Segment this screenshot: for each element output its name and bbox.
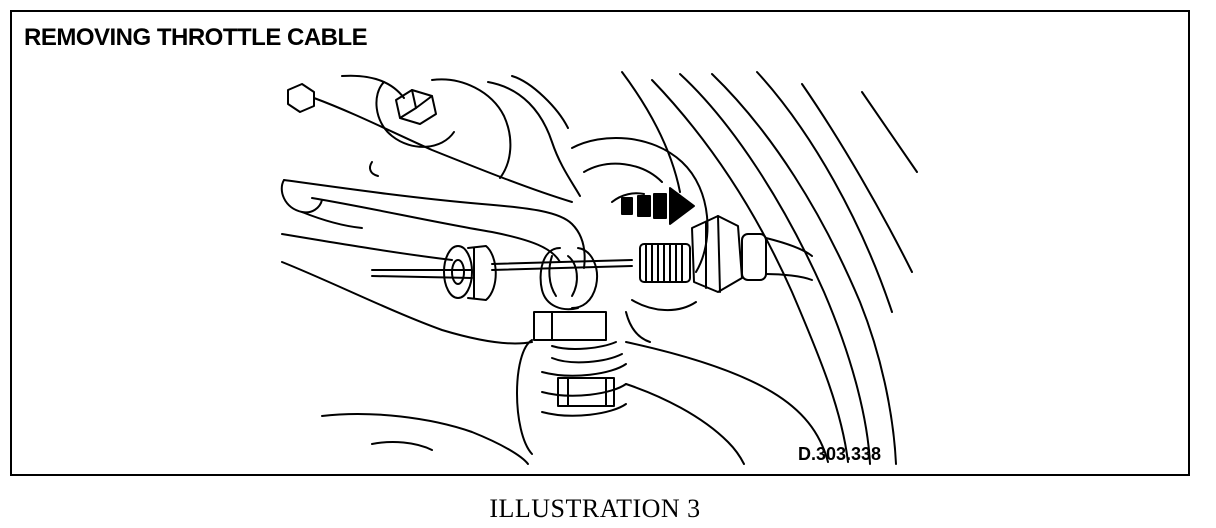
throttle-cable-drawing	[12, 12, 1188, 474]
cable-end-nut	[444, 246, 496, 300]
removal-direction-arrow	[622, 188, 694, 224]
adjuster-nut	[692, 216, 742, 292]
upper-bracket	[288, 76, 580, 202]
small-nut-top	[288, 84, 314, 112]
figure-caption: ILLUSTRATION 3	[489, 494, 701, 523]
throttle-lever-arm	[282, 180, 585, 268]
hose-clamp	[517, 312, 626, 454]
figure-title: REMOVING THROTTLE CABLE	[24, 24, 368, 51]
cable-core	[372, 260, 632, 278]
drawing-reference-code: D.303.338	[798, 444, 882, 464]
engine-casting-lines	[622, 72, 917, 464]
intake-hose	[282, 262, 828, 464]
cable-clip	[541, 248, 597, 309]
pulley-boss	[572, 138, 708, 342]
threaded-adjuster	[640, 216, 812, 292]
figure-frame: REMOVING THROTTLE CABLE	[10, 10, 1190, 476]
